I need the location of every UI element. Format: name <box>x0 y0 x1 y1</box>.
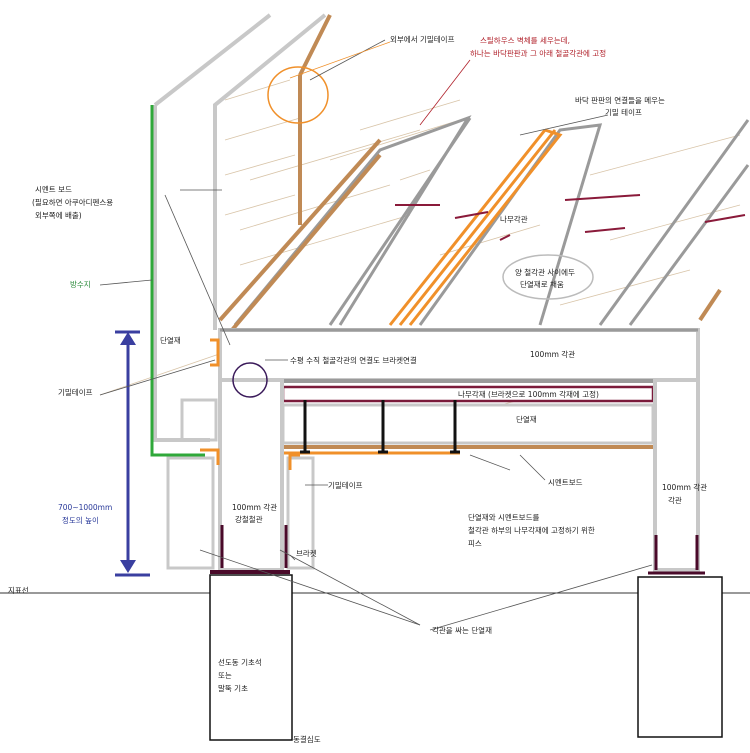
left-column <box>218 378 284 572</box>
left-lower-tape <box>200 448 220 465</box>
label-joint-note: 수평 수직 철골각관의 연결도 브라켓연결 <box>290 355 417 365</box>
label-exterior-tape: 외부에서 기밀테이프 <box>390 34 455 44</box>
label-gap-2: 단열재로 채움 <box>520 279 564 289</box>
label-airtight-tape-left: 기밀테이프 <box>58 387 93 397</box>
label-waterproof: 방수지 <box>70 279 91 289</box>
label-wood-joist: 나무각재 (브라켓으로 100mm 각재에 고정) <box>458 389 599 399</box>
right-footing <box>637 576 723 738</box>
label-floor-tape-2: 기밀 테이프 <box>605 107 642 117</box>
label-gap-1: 양 철각관 사이에두 <box>515 267 575 277</box>
label-footing-3: 말뚝 기초 <box>218 684 248 693</box>
tie-lines <box>395 194 746 241</box>
wall-steel-outline <box>153 13 327 570</box>
wall-wood-stud <box>298 14 332 225</box>
label-screw-2: 철각관 하부의 나무각재에 고정하기 위한 <box>468 525 595 535</box>
airtight-tape-joist <box>388 128 563 326</box>
label-cement-3: 외부쪽에 배출) <box>35 210 82 220</box>
label-wrap: 각관을 싸는 단열재 <box>432 625 492 635</box>
label-floor-tape-1: 바닥 판판의 연결들을 메우는 <box>575 95 665 105</box>
label-cement-board: 시멘트보드 <box>548 478 583 487</box>
floor-insulation <box>281 403 655 445</box>
label-height-1: 700~1000mm <box>58 503 112 512</box>
left-column-wrap <box>286 456 315 570</box>
label-col-right-1: 100mm 각관 <box>662 482 707 492</box>
tape-detail-circle <box>267 66 329 124</box>
main-beam-100 <box>218 328 700 382</box>
label-insulation-floor: 단열재 <box>516 414 537 424</box>
floor-joists <box>233 115 750 326</box>
label-cement-2: (필요하면 아쿠아디펜스용 <box>32 197 113 207</box>
label-footing-1: 선도동 기초석 <box>218 657 262 667</box>
label-screw-3: 피스 <box>468 539 482 548</box>
label-footing-2: 또는 <box>218 671 232 680</box>
label-cement-1: 시멘트 보드 <box>35 185 72 194</box>
label-col-left-1: 100mm 각관 <box>232 502 277 512</box>
label-steel-note-2: 하나는 바닥판판과 그 아래 철골각관에 고정 <box>470 48 606 58</box>
label-ground: 지표선 <box>8 586 29 595</box>
right-column <box>653 378 700 572</box>
label-wood-beam: 나무각관 <box>500 214 528 224</box>
label-col-left-2: 강철철관 <box>235 514 263 524</box>
label-screw-1: 단열재와 시멘트보드를 <box>468 512 539 522</box>
label-bracket: 브라켓 <box>296 548 317 558</box>
height-dimension <box>115 330 150 577</box>
waterproof-membrane <box>150 105 205 457</box>
label-beam-100: 100mm 각관 <box>530 349 575 359</box>
leader-lines <box>99 39 653 631</box>
label-airtight-tape-mid: 기밀테이프 <box>328 480 363 490</box>
left-footing <box>209 574 293 741</box>
gap-detail-circle <box>502 254 594 300</box>
hatch-lines <box>99 79 741 411</box>
joint-detail-circle <box>232 362 268 398</box>
label-frost: 동결심도 <box>293 734 321 744</box>
label-col-right-2: 각관 <box>668 495 682 505</box>
label-steel-note-1: 스틸하우스 벽체를 세우는데, <box>480 35 570 45</box>
floor-joist-wood <box>218 138 722 332</box>
label-height-2: 정도의 높이 <box>62 515 99 525</box>
label-insulation-wall: 단열재 <box>160 335 181 345</box>
screws <box>300 400 460 454</box>
left-orange-bracket <box>210 338 220 367</box>
